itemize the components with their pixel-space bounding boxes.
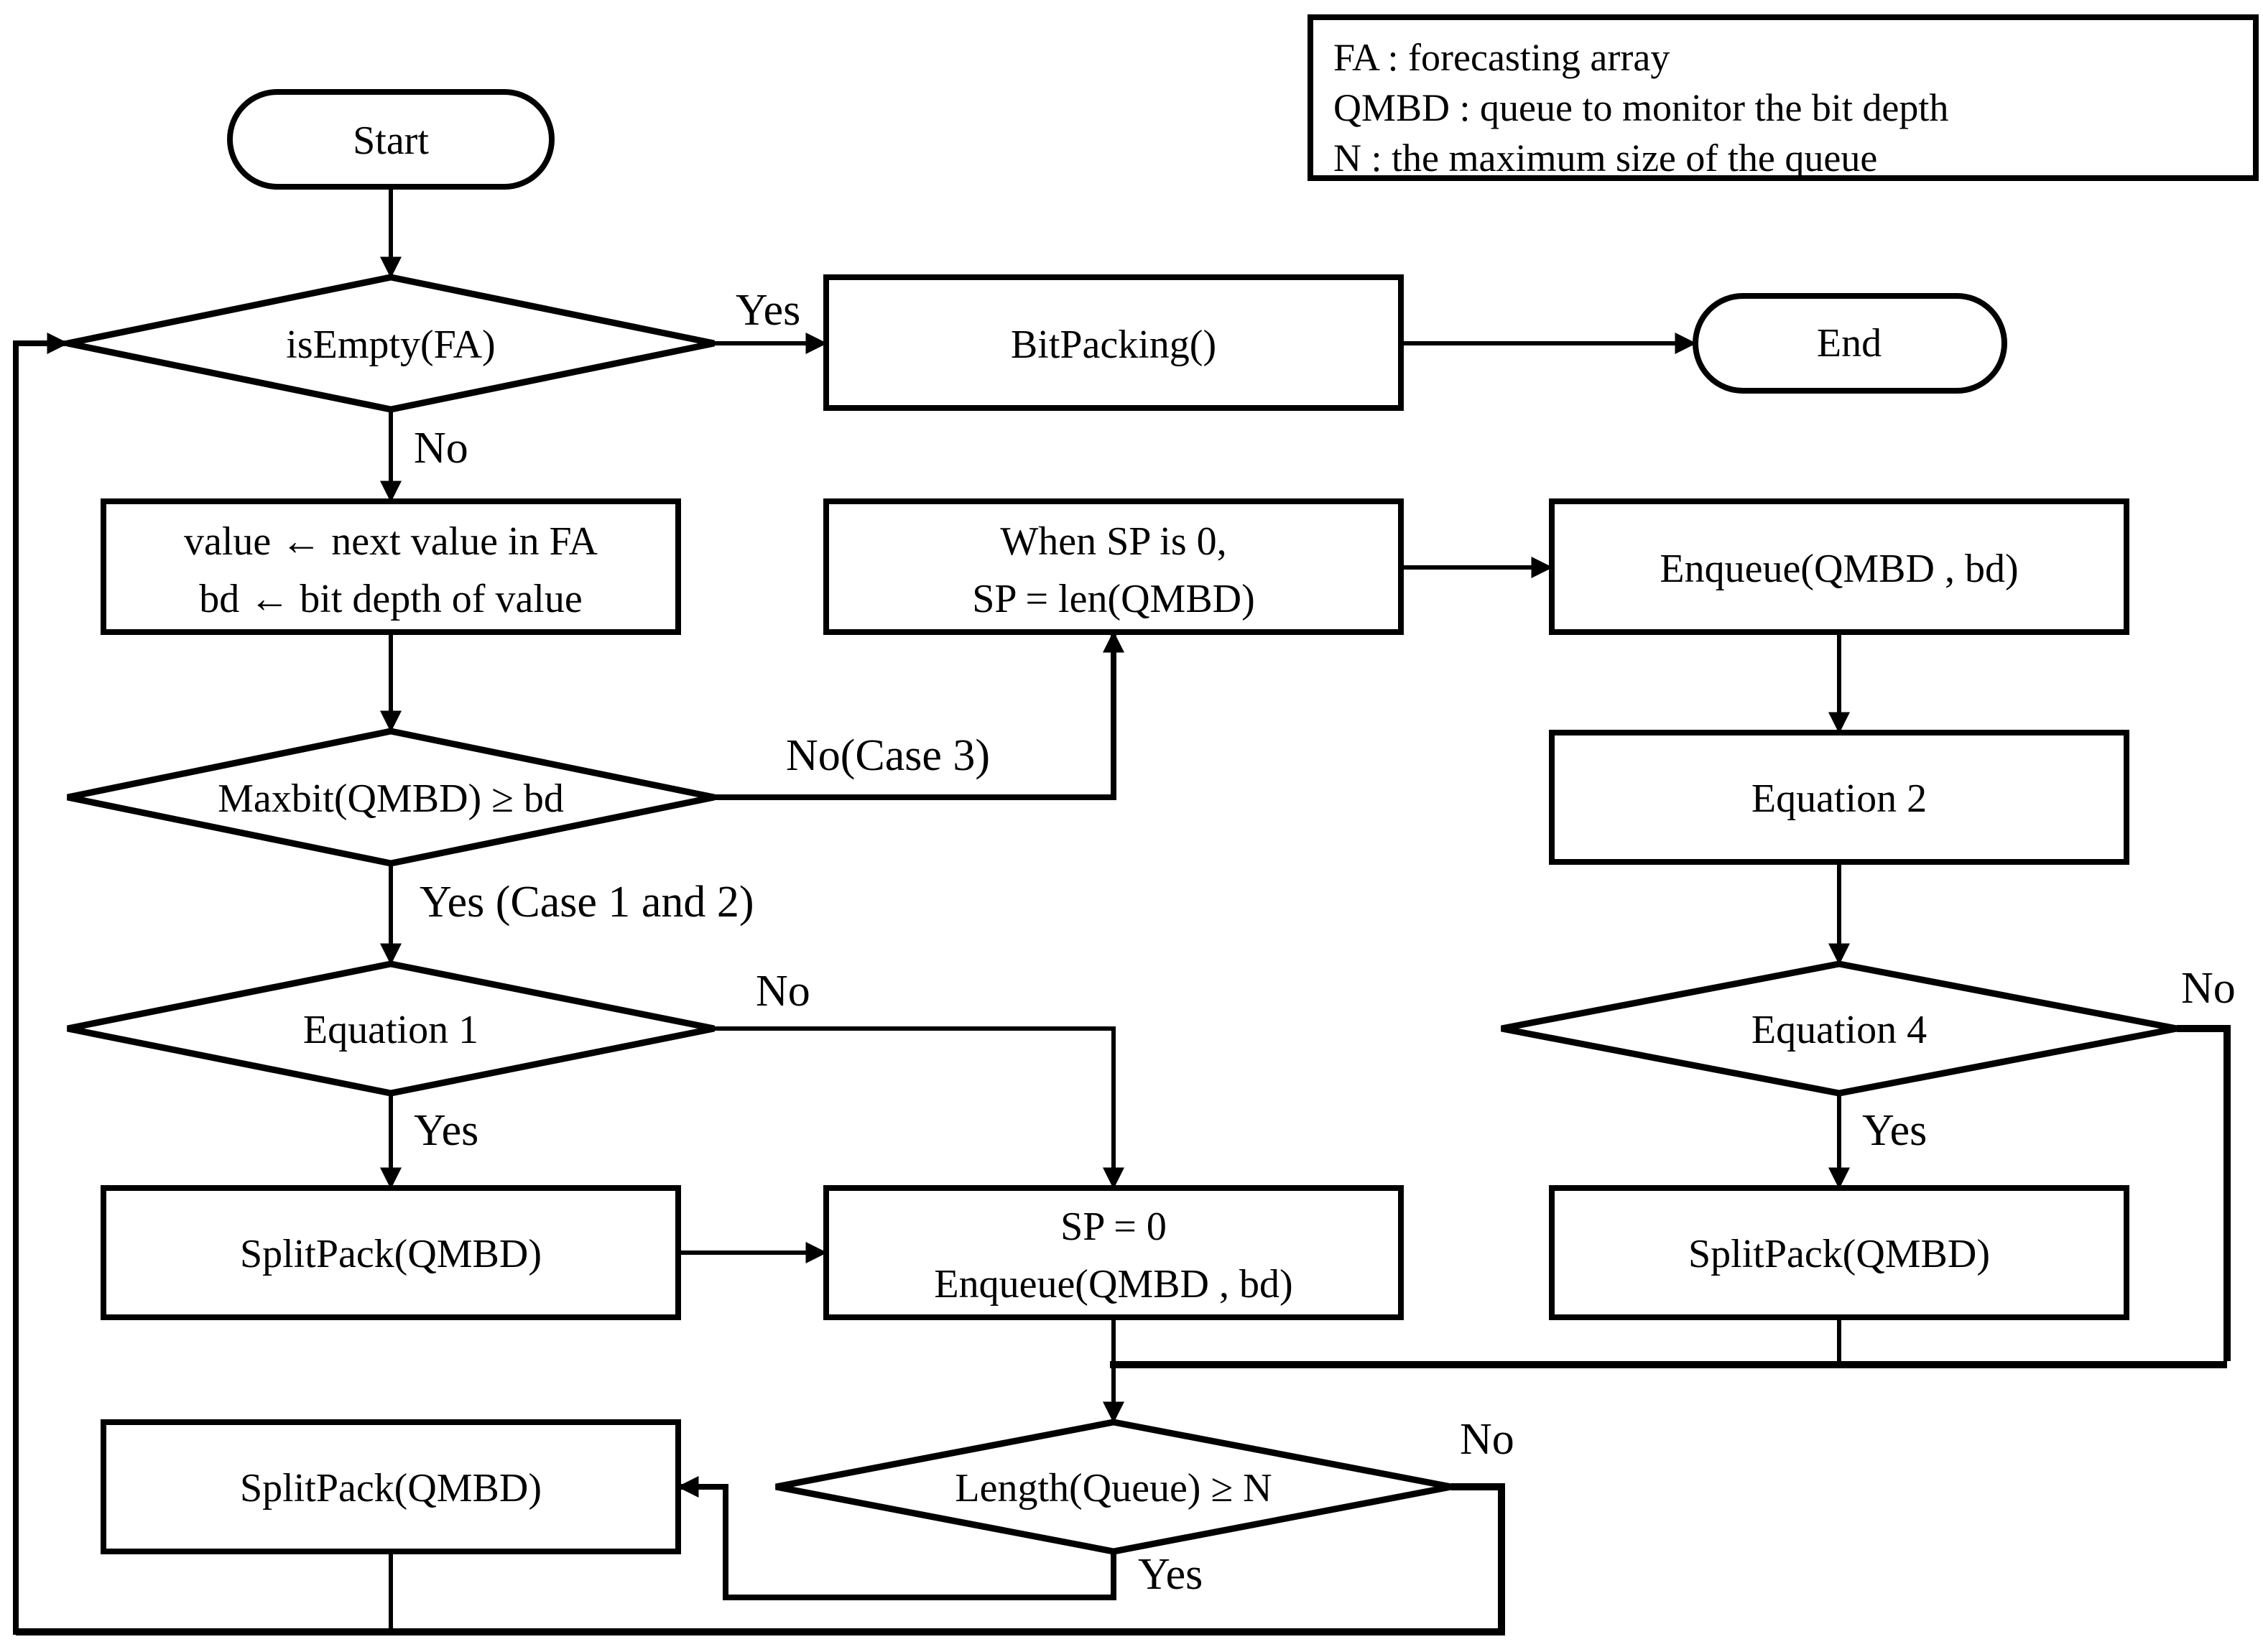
isempty-decision-shape <box>67 274 715 413</box>
maxbit-decision-shape <box>67 728 715 867</box>
spzero-process-shape <box>823 1185 1404 1320</box>
edge-equation4-no <box>2177 1025 2231 1361</box>
node-isempty: isEmpty(FA) <box>67 274 715 413</box>
label-length-no: No <box>1460 1415 1514 1464</box>
legend-line-n: N : the maximum size of the queue <box>1333 136 1877 180</box>
enqueue-process-shape <box>1549 498 2129 635</box>
node-enqueue: Enqueue(QMBD , bd) <box>1549 498 2129 635</box>
splitpackbottom-process-shape <box>101 1419 681 1554</box>
label-equation1-no: No <box>756 967 810 1016</box>
whensp-line1: When SP is 0, <box>1000 519 1226 564</box>
node-end: End <box>1693 293 2007 394</box>
nodes: Start isEmpty(FA) BitPacking() End value… <box>67 89 2178 1555</box>
label-isempty-yes: Yes <box>736 286 800 335</box>
equation2-label: Equation 2 <box>1751 776 1927 821</box>
edge-length-yes-loop <box>677 1476 1116 1600</box>
node-start: Start <box>227 89 555 190</box>
start-terminator-shape <box>227 89 555 190</box>
legend-box <box>1308 14 2259 181</box>
splitpackright-label: SplitPack(QMBD) <box>1688 1232 1990 1276</box>
equation2-process-shape <box>1549 730 2129 865</box>
node-equation1: Equation 1 <box>67 960 715 1097</box>
readvalue-line2: bd ← bit depth of value <box>199 577 582 621</box>
end-terminator-shape <box>1693 293 2007 394</box>
spzero-line1: SP = 0 <box>1060 1205 1167 1249</box>
node-maxbit: Maxbit(QMBD) ≥ bd <box>67 728 715 867</box>
enqueue-label: Enqueue(QMBD , bd) <box>1660 547 2018 591</box>
equation4-decision-shape <box>1501 960 2178 1097</box>
splitpackright-process-shape <box>1549 1185 2129 1320</box>
bitpacking-label: BitPacking() <box>1011 322 1216 367</box>
whensp-line2: SP = len(QMBD) <box>972 577 1255 621</box>
node-splitpack-bottom: SplitPack(QMBD) <box>101 1419 681 1554</box>
edge-length-no <box>1451 1483 1505 1628</box>
label-equation4-yes: Yes <box>1862 1106 1927 1155</box>
length-decision-shape <box>775 1419 1452 1555</box>
node-equation4: Equation 4 <box>1501 960 2178 1097</box>
label-equation4-no: No <box>2181 964 2236 1013</box>
node-spzero: SP = 0 Enqueue(QMBD , bd) <box>823 1185 1404 1320</box>
start-label: Start <box>353 119 429 163</box>
legend: FA : forecasting array QMBD : queue to m… <box>1308 14 2259 181</box>
bitpacking-process-shape <box>823 274 1404 411</box>
equation1-decision-shape <box>67 960 715 1097</box>
legend-line-fa: FA : forecasting array <box>1333 36 1670 79</box>
node-length-check: Length(Queue) ≥ N <box>775 1419 1452 1555</box>
edge-left-return-to-isempty <box>13 333 69 1635</box>
node-equation2: Equation 2 <box>1549 730 2129 865</box>
length-label: Length(Queue) ≥ N <box>955 1466 1272 1511</box>
maxbit-label: Maxbit(QMBD) ≥ bd <box>218 776 564 821</box>
node-bitpacking: BitPacking() <box>823 274 1404 411</box>
isempty-label: isEmpty(FA) <box>286 322 495 367</box>
splitpackleft-process-shape <box>101 1185 681 1320</box>
node-whensp: When SP is 0, SP = len(QMBD) <box>823 498 1404 635</box>
node-splitpack-left: SplitPack(QMBD) <box>101 1185 681 1320</box>
label-isempty-no: No <box>414 424 468 473</box>
splitpackleft-label: SplitPack(QMBD) <box>240 1232 542 1276</box>
equation4-label: Equation 4 <box>1751 1008 1927 1052</box>
splitpackbottom-label: SplitPack(QMBD) <box>240 1466 542 1511</box>
edge-labels: Yes No No(Case 3) Yes (Case 1 and 2) No … <box>414 286 2236 1599</box>
legend-line-qmbd: QMBD : queue to monitor the bit depth <box>1333 86 1948 129</box>
edge-equation1-no <box>714 1026 1124 1189</box>
node-splitpack-right: SplitPack(QMBD) <box>1549 1185 2129 1320</box>
node-readvalue: value ← next value in FA bd ← bit depth … <box>101 498 681 635</box>
label-equation1-yes: Yes <box>414 1106 478 1155</box>
readvalue-line1: value ← next value in FA <box>184 519 598 564</box>
label-length-yes: Yes <box>1138 1550 1203 1599</box>
spzero-line2: Enqueue(QMBD , bd) <box>934 1262 1292 1307</box>
label-maxbit-yes: Yes (Case 1 and 2) <box>420 878 754 927</box>
readvalue-process-shape <box>101 498 681 635</box>
label-maxbit-no: No(Case 3) <box>786 731 990 780</box>
equation1-label: Equation 1 <box>303 1008 478 1052</box>
edges <box>13 187 2231 1635</box>
whensp-process-shape <box>823 498 1404 635</box>
edge-maxbit-no-case3 <box>714 631 1124 800</box>
end-label: End <box>1817 321 1882 366</box>
